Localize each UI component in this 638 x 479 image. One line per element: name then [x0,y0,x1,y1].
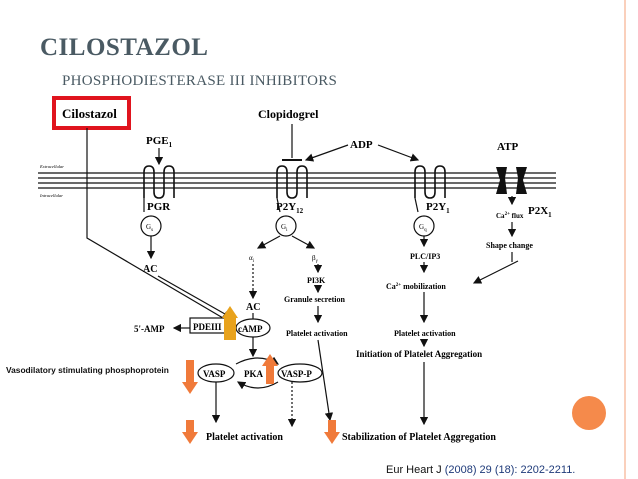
gq-label: Gq [419,223,427,233]
p2x1-label: P2X1 [528,205,552,219]
camp-up-arrow [222,306,238,340]
platelet-activation-bottom-label: Platelet activation [206,432,283,443]
adp-label: ADP [350,139,373,151]
five-amp-label: 5'-AMP [134,324,165,334]
pdeiii-label: PDEIII [193,322,222,332]
atp-label: ATP [497,141,518,153]
plc-ip3-label: PLC/IP3 [410,252,440,261]
granule-secretion-label: Granule secretion [284,295,346,304]
gs-label: Gs [146,223,153,233]
vasp-description: Vasodilatory stimulating phosphoprotein [6,365,169,375]
ca-flux-label: Ca2+ flux [496,212,524,220]
p2y12-receptor [276,165,308,199]
beta-gamma-label: βγ [312,254,319,264]
camp-label: cAMP [238,324,263,334]
citation-details: (2008) 29 (18): 2202-2211. [444,464,576,476]
p2y1-receptor [414,165,446,199]
slide-subtitle: PHOSPHODIESTERASE III INHIBITORS [62,73,338,89]
stabilization-label: Stabilization of Platelet Aggregation [342,432,496,443]
ac-middle-label: AC [246,302,260,313]
platelet-activation-right-label: Platelet activation [394,329,456,338]
p2y1-label: P2Y1 [426,201,450,215]
ac-left-label: AC [143,264,157,275]
clopidogrel-label: Clopidogrel [258,107,319,121]
vasp-p-ellipse [277,363,323,383]
pge1-label: PGE1 [146,135,173,149]
cilostazol-label: Cilostazol [62,106,117,121]
ca-mobilization-label: Ca2+ mobilization [386,282,446,291]
stabilization-down-arrow [324,420,340,444]
decorative-dot [572,396,606,430]
pgr-label: PGR [147,201,171,213]
vasp-down-arrow [182,360,198,394]
cilostazol-inhibition-line [86,128,224,319]
gi-label: Gi [281,223,288,233]
vasp-p-label: VASP-P [281,369,312,379]
citation: Eur Heart J (2008) 29 (18): 2202-2211. [386,464,575,476]
platelet-activation-middle-label: Platelet activation [286,329,348,338]
pgr-receptor [143,165,175,199]
extracellular-label: Extracellular [39,164,64,169]
shape-change-label: Shape change [486,241,533,250]
p2y12-label: P2Y12 [276,201,304,215]
gi-protein [275,215,297,237]
vasp-p-up-arrow [262,354,278,384]
p2x1-channel [496,167,527,194]
vasp-label: VASP [203,369,226,379]
cilostazol-highlight-box [52,96,131,130]
pi3k-label: PI3K [307,276,326,285]
platelet-activation-down-arrow [182,420,198,444]
pka-label: PKA [244,369,263,379]
initiation-label: Initiation of Platelet Aggregation [356,349,482,359]
intracellular-label: Intracellular [39,193,63,198]
slide-title: CILOSTAZOL [40,34,209,61]
alpha-i-label: αi [249,254,255,264]
citation-journal: Eur Heart J [386,464,442,476]
